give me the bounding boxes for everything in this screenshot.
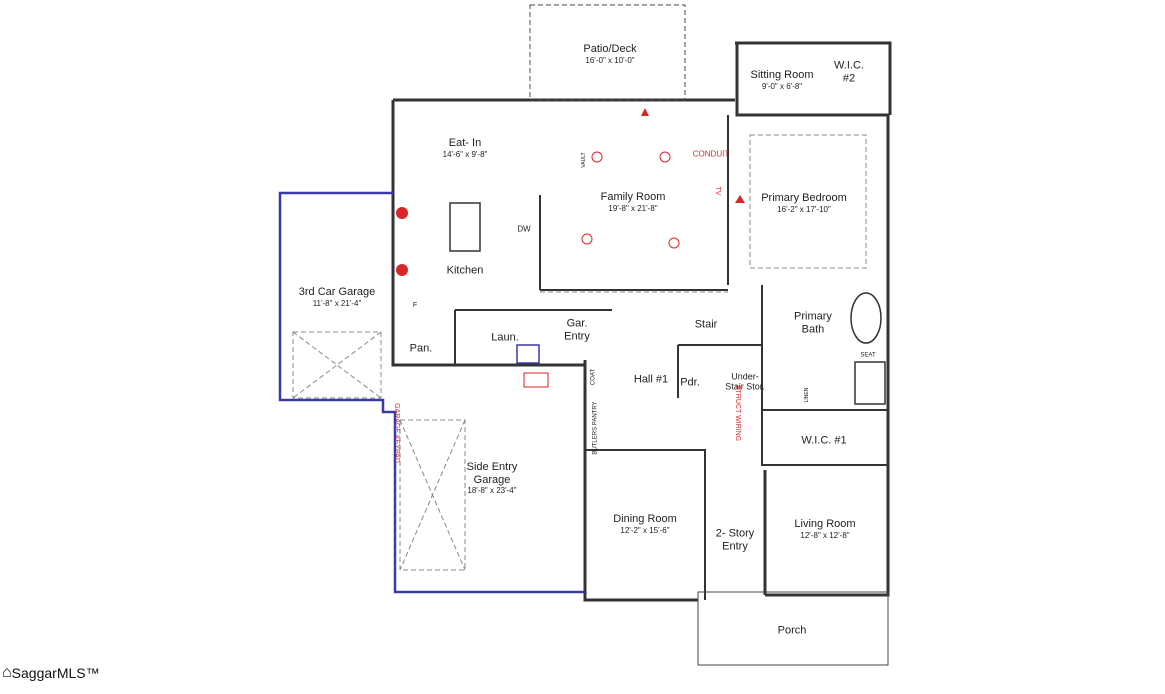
- room-dimensions: 19'-8" x 21'-8": [608, 203, 658, 213]
- room-name: Sitting Room: [750, 69, 814, 82]
- fridge-label: F: [412, 301, 418, 309]
- butlers-pantry-label: BUTLERS PANTRY: [592, 401, 599, 455]
- room-dimensions: 18'-8" x 23'-4": [467, 486, 517, 496]
- room-powder: Pdr.: [680, 377, 700, 390]
- room-dimensions: 12'-2" x 15'-6": [620, 525, 670, 535]
- seat-label: SEAT: [860, 352, 876, 359]
- room-stair: Stair: [695, 319, 718, 332]
- room-wic2: W.I.C. #2: [834, 59, 864, 84]
- room-name: Living Room: [794, 518, 856, 531]
- room-under-stair-storage: Under- Stair Stor.: [725, 372, 765, 393]
- room-name: Hall #1: [633, 373, 669, 386]
- room-dimensions: 12'-8" x 12'-8": [800, 530, 850, 540]
- tv-label: TV: [714, 186, 722, 196]
- room-entry: 2- Story Entry: [710, 527, 760, 552]
- room-dimensions: 11'-8" x 21'-4": [312, 298, 362, 308]
- room-name: Laun.: [491, 331, 519, 344]
- electrical-symbols: [396, 108, 745, 276]
- room-dimensions: 16'-0" x 10'-0": [585, 55, 635, 65]
- garage-keypad-label: GARAGE KEYPAD: [393, 403, 401, 463]
- room-pantry: Pan.: [410, 343, 433, 356]
- room-name: 2- Story Entry: [715, 527, 755, 552]
- coat-closet-label: COAT: [590, 368, 597, 386]
- room-name: Pdr.: [680, 376, 700, 389]
- ceiling-fixtures: [523, 151, 680, 388]
- room-name: Gar. Entry: [564, 317, 590, 342]
- room-name: Dining Room: [613, 513, 677, 526]
- room-hall: Hall #1: [634, 374, 668, 387]
- room-name: Porch: [777, 624, 807, 637]
- struct-wiring-label: STRUCT WIRING: [734, 384, 742, 442]
- vault-label: VAULT: [581, 152, 588, 168]
- conduit-label: CONDUIT: [692, 149, 730, 159]
- room-primary-bath: Primary Bath: [788, 310, 838, 335]
- room-porch: Porch: [778, 625, 807, 638]
- room-name: 3rd Car Garage: [298, 286, 376, 299]
- room-name: Pan.: [409, 342, 433, 355]
- room-dimensions: 9'-0" x 6'-8": [761, 81, 803, 91]
- linen-label: LINEN: [804, 387, 811, 403]
- room-name: Eat- In: [448, 137, 482, 150]
- room-name: W.I.C. #2: [834, 59, 864, 84]
- room-name: Stair: [694, 318, 718, 331]
- room-garage-entry: Gar. Entry: [557, 317, 597, 342]
- garage-walls: [278, 191, 585, 594]
- room-name: Family Room: [600, 191, 666, 204]
- dashed-lines: [292, 4, 889, 666]
- room-name: Primary Bath: [794, 310, 832, 335]
- house-icon: ⌂: [2, 664, 12, 681]
- room-dimensions: 14'-6" x 9'-8": [442, 149, 488, 159]
- walls: [391, 41, 892, 602]
- watermark-text: SaggarMLS™: [11, 665, 100, 681]
- watermark-logo: ⌂ SaggarMLS™: [2, 664, 100, 682]
- fixtures: [449, 202, 886, 405]
- dishwasher-label: DW: [517, 224, 531, 234]
- room-dimensions: 16'-2" x 17'-10": [777, 204, 831, 214]
- room-kitchen: Kitchen: [447, 265, 484, 278]
- room-name: W.I.C. #1: [801, 434, 847, 447]
- room-laundry: Laun.: [491, 332, 519, 345]
- room-name: Under- Stair Stor.: [725, 371, 765, 392]
- room-name: Kitchen: [446, 264, 484, 277]
- room-wic1: W.I.C. #1: [801, 435, 846, 448]
- room-name: Primary Bedroom: [761, 192, 847, 205]
- room-name: Side Entry Garage: [466, 460, 518, 486]
- room-name: Patio/Deck: [583, 43, 637, 56]
